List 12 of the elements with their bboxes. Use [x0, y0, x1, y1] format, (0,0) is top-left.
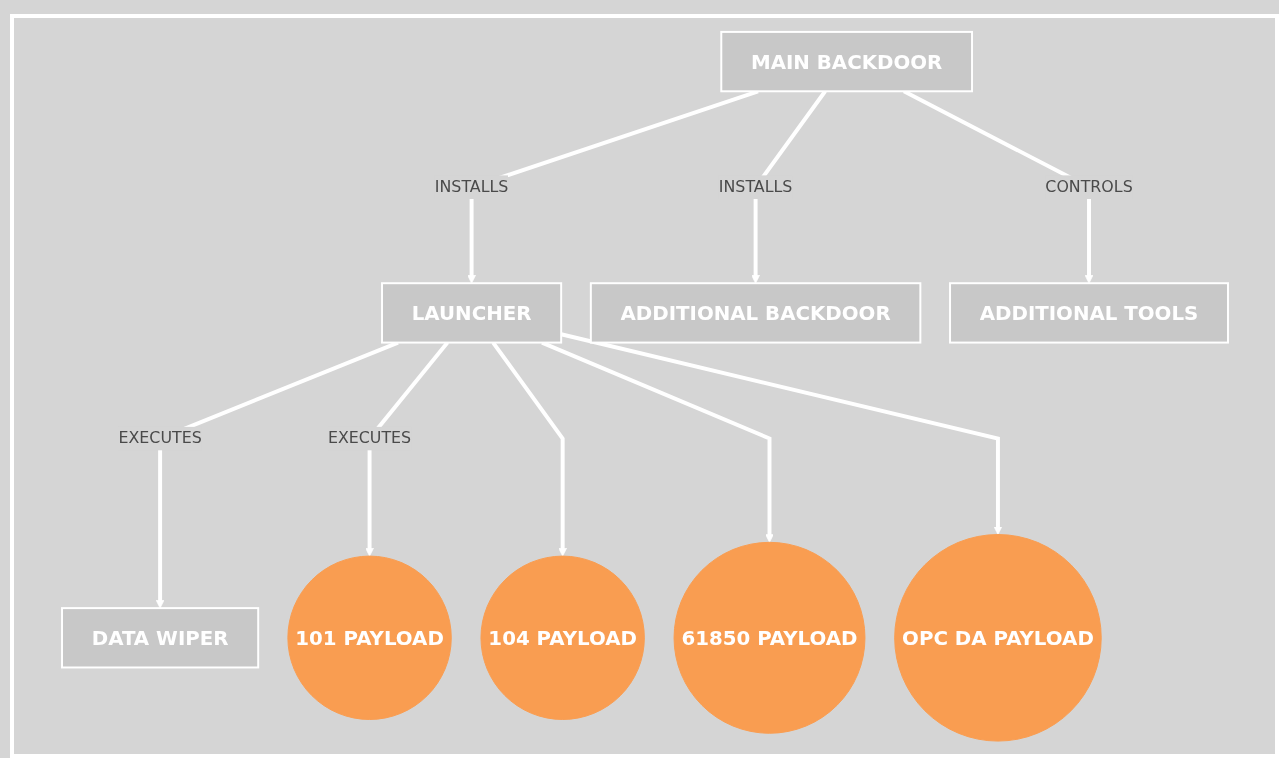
- node-circle: 104 PAYLOAD: [480, 555, 645, 720]
- arrow: [365, 341, 450, 557]
- arrow: [491, 341, 567, 557]
- node-circle: 61850 PAYLOAD: [673, 541, 866, 734]
- node-circle: 101 PAYLOAD: [287, 555, 452, 720]
- edge-label: EXECUTES: [327, 428, 412, 448]
- edge-label: INSTALLS: [434, 177, 509, 197]
- edge-label: EXECUTES: [118, 428, 202, 448]
- edge-label: CONTROLS: [1045, 177, 1133, 197]
- node-circle: OPC DA PAYLOAD: [894, 534, 1102, 742]
- edge-label: INSTALLS: [718, 177, 793, 197]
- arrow: [751, 90, 827, 284]
